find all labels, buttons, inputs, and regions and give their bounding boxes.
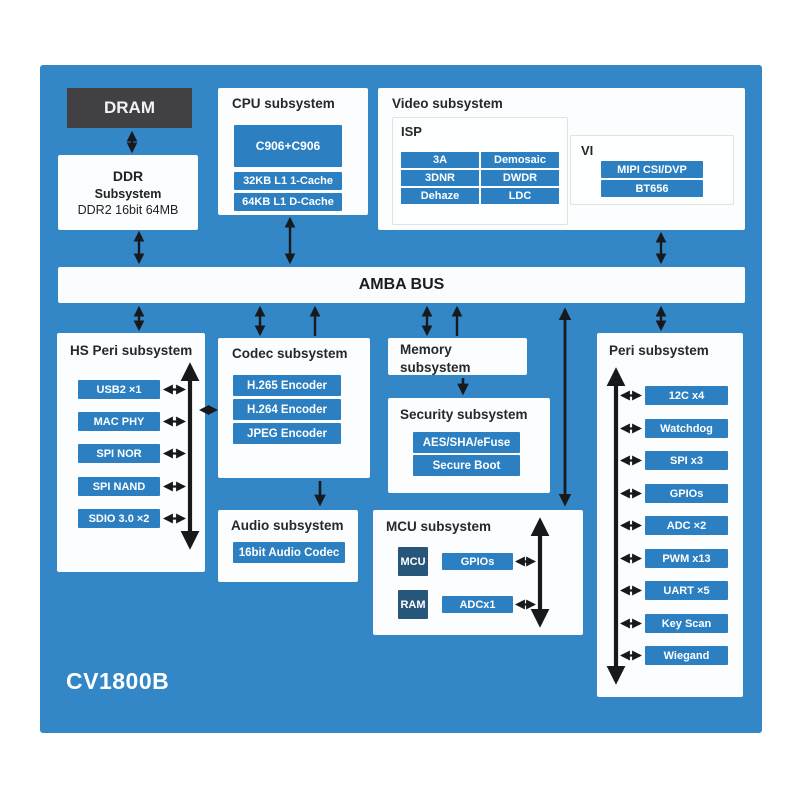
isp-cell-demosaic: Demosaic <box>481 152 559 168</box>
security-aes-block: AES/SHA/eFuse <box>413 432 520 453</box>
peri-item-i2c: 12C x4 <box>645 386 728 405</box>
vi-mipi-block: MIPI CSI/DVP <box>601 161 703 178</box>
cpu-core-block: C906+C906 <box>234 125 342 167</box>
isp-label: ISP <box>401 124 422 139</box>
hs-peri-item-macphy: MAC PHY <box>78 412 160 431</box>
dram-block: DRAM <box>67 88 192 128</box>
audio-codec-block: 16bit Audio Codec <box>233 542 345 563</box>
cpu-subsystem-box: CPU subsystem C906+C906 32KB L1 1-Cache … <box>218 88 368 215</box>
hs-peri-item-spinor: SPI NOR <box>78 444 160 463</box>
amba-bus-bar: AMBA BUS <box>58 267 745 303</box>
mcu-core-block: MCU <box>398 547 428 576</box>
vi-box: VI MIPI CSI/DVP BT656 <box>570 135 734 205</box>
memory-title: Memory subsystem <box>400 342 471 375</box>
peri-item-pwm: PWM x13 <box>645 549 728 568</box>
isp-cell-dehaze: Dehaze <box>401 188 479 204</box>
hs-peri-item-usb2: USB2 ×1 <box>78 380 160 399</box>
isp-grid: 3A Demosaic 3DNR DWDR Dehaze LDC <box>401 152 559 204</box>
mcu-adc-block: ADCx1 <box>442 596 513 613</box>
ddr-line1: DDR <box>112 168 144 184</box>
codec-h264-block: H.264 Encoder <box>233 399 341 420</box>
audio-subsystem-box: Audio subsystem 16bit Audio Codec <box>218 510 358 582</box>
codec-jpeg-block: JPEG Encoder <box>233 423 341 444</box>
video-subsystem-title: Video subsystem <box>392 96 503 111</box>
audio-title: Audio subsystem <box>231 518 344 533</box>
chip-name-label: CV1800B <box>66 668 170 694</box>
security-subsystem-box: Security subsystem AES/SHA/eFuse Secure … <box>388 398 550 493</box>
security-title: Security subsystem <box>400 407 528 422</box>
hs-peri-subsystem-box: HS Peri subsystem USB2 ×1 MAC PHY SPI NO… <box>57 333 205 572</box>
peri-subsystem-box: Peri subsystem 12C x4 Watchdog SPI x3 GP… <box>597 333 743 697</box>
peri-item-adc: ADC ×2 <box>645 516 728 535</box>
hs-peri-item-spinand: SPI NAND <box>78 477 160 496</box>
isp-cell-3dnr: 3DNR <box>401 170 479 186</box>
mcu-ram-block: RAM <box>398 590 428 619</box>
cpu-subsystem-title: CPU subsystem <box>232 96 335 111</box>
ddr-subsystem-box <box>58 155 198 230</box>
peri-item-wiegand: Wiegand <box>645 646 728 665</box>
vi-bt656-block: BT656 <box>601 180 703 197</box>
peri-item-watchdog: Watchdog <box>645 419 728 438</box>
memory-subsystem-box: Memory subsystem <box>388 338 527 375</box>
codec-title: Codec subsystem <box>232 346 348 361</box>
mcu-subsystem-box: MCU subsystem MCU GPIOs RAM ADCx1 <box>373 510 583 635</box>
peri-item-gpios: GPIOs <box>645 484 728 503</box>
isp-cell-3a: 3A <box>401 152 479 168</box>
vi-label: VI <box>581 143 594 158</box>
security-secureboot-block: Secure Boot <box>413 455 520 476</box>
peri-item-keyscan: Key Scan <box>645 614 728 633</box>
peri-item-uart: UART ×5 <box>645 581 728 600</box>
cpu-icache-block: 32KB L1 1-Cache <box>234 172 342 190</box>
codec-h265-block: H.265 Encoder <box>233 375 341 396</box>
ddr-line2: Subsystem <box>94 186 162 201</box>
peri-item-spi: SPI x3 <box>645 451 728 470</box>
cpu-dcache-block: 64KB L1 D-Cache <box>234 193 342 211</box>
hs-peri-item-sdio: SDIO 3.0 ×2 <box>78 509 160 528</box>
isp-cell-ldc: LDC <box>481 188 559 204</box>
codec-subsystem-box: Codec subsystem H.265 Encoder H.264 Enco… <box>218 338 370 478</box>
isp-cell-dwdr: DWDR <box>481 170 559 186</box>
ddr-line3: DDR2 16bit 64MB <box>77 203 179 218</box>
video-subsystem-box: Video subsystem ISP 3A Demosaic 3DNR DWD… <box>378 88 745 230</box>
ddr-subsystem-text: DDR Subsystem DDR2 16bit 64MB <box>58 155 198 230</box>
mcu-title: MCU subsystem <box>386 519 492 534</box>
hs-peri-title: HS Peri subsystem <box>70 343 193 358</box>
isp-box: ISP 3A Demosaic 3DNR DWDR Dehaze LDC <box>392 117 568 225</box>
mcu-gpios-block: GPIOs <box>442 553 513 570</box>
peri-title: Peri subsystem <box>609 343 709 358</box>
